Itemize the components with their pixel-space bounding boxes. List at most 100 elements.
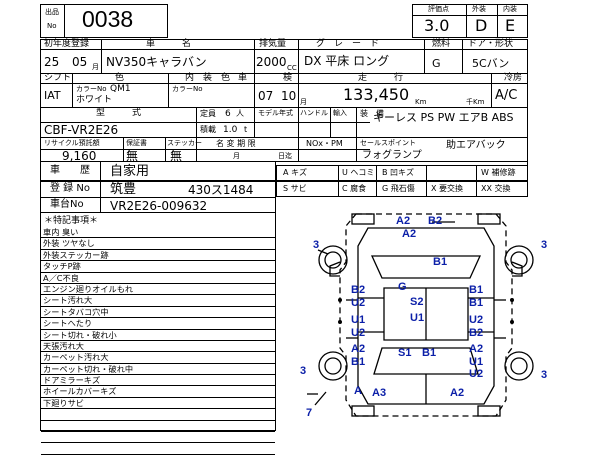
ac-label: 冷房 bbox=[504, 73, 523, 83]
inspection-year: 07 bbox=[258, 89, 274, 103]
mark-3-left-bottom: 3 bbox=[300, 365, 307, 377]
note-item: シートへたり bbox=[41, 318, 275, 330]
legend-w: W 補修跡 bbox=[481, 168, 516, 177]
sales-point-2: 助エアバック bbox=[446, 140, 506, 151]
cc-value: 2000 bbox=[256, 55, 287, 69]
mark-a-bottom: A bbox=[354, 385, 362, 397]
legend-a: A キズ bbox=[283, 168, 308, 177]
note-item: シート切れ・破れ小 bbox=[41, 330, 275, 341]
model-label: 型 式 bbox=[96, 108, 142, 118]
mark-3-right-top: 3 bbox=[541, 239, 548, 251]
notes-title: ＊特記事項＊ bbox=[44, 216, 99, 226]
note-item: シートタバコ穴中 bbox=[41, 307, 275, 319]
interior-color-label: 内 装 色 bbox=[185, 73, 231, 83]
equipment-label: 装 備 bbox=[360, 109, 384, 118]
cc-label: 排気量 bbox=[259, 39, 287, 49]
mark-u2-left: U2 bbox=[351, 297, 366, 309]
color-label: 色 bbox=[115, 73, 125, 83]
ac-value: A/C bbox=[495, 88, 518, 103]
score-label: 評価点 bbox=[428, 5, 449, 13]
mark-b2-left: B2 bbox=[351, 284, 366, 296]
legend-xx: XX 交換 bbox=[481, 184, 511, 193]
mark-b2-right: B2 bbox=[469, 327, 484, 339]
car-diagram bbox=[307, 213, 534, 417]
legend-s: S サビ bbox=[283, 184, 307, 193]
vin-value: VR2E26-009632 bbox=[110, 199, 208, 213]
grade-value: DX 平床 ロング bbox=[304, 54, 390, 68]
legend-u: U ヘコミ bbox=[342, 168, 375, 177]
legend-c: C 腐食 bbox=[342, 184, 367, 193]
mark-b2-top: B2 bbox=[428, 215, 443, 227]
exterior-label: 外装 bbox=[472, 5, 486, 13]
model-year-label: モデル年式 bbox=[258, 109, 293, 117]
mark-3-left-top: 3 bbox=[313, 239, 320, 251]
door-value: 5Cバン bbox=[472, 57, 510, 70]
capacity-label: 定員 bbox=[200, 109, 216, 118]
note-item: ホイールカバーキズ bbox=[41, 386, 275, 398]
legend-x: X 要交換 bbox=[431, 184, 464, 193]
color-no: QM1 bbox=[110, 84, 131, 94]
history-value: 自家用 bbox=[110, 164, 150, 179]
grade-label: グ レ ー ド bbox=[316, 39, 380, 49]
plate-area: 筑豊 bbox=[110, 182, 137, 197]
interior-value: E bbox=[505, 16, 516, 35]
mark-b1-right: B1 bbox=[433, 256, 448, 268]
lot-label-bottom: No bbox=[47, 22, 57, 30]
note-item bbox=[41, 421, 275, 433]
plate-label: 登 録 No bbox=[50, 183, 90, 194]
mark-s1: S1 bbox=[398, 347, 412, 359]
score-value: 3.0 bbox=[424, 16, 450, 35]
note-item: A／C不良 bbox=[41, 273, 275, 284]
handle-label: ハンドル bbox=[300, 109, 328, 117]
mark-a2-top1: A2 bbox=[396, 215, 411, 227]
mark-7-bottom: 7 bbox=[306, 407, 313, 419]
mark-b1-bottom: B1 bbox=[422, 347, 437, 359]
note-item: エンジン廻りオイルもれ bbox=[41, 284, 275, 296]
car-name: NV350キャラバン bbox=[106, 55, 207, 69]
mileage-unit: Km bbox=[415, 98, 427, 106]
sales-point-label: セールスポイント bbox=[360, 139, 416, 147]
interior-color-no-label: カラーNo bbox=[172, 85, 203, 93]
mark-u1-left: U1 bbox=[351, 314, 366, 326]
note-item: 外装 ツヤなし bbox=[41, 238, 275, 250]
note-item: カーペット切れ・破れ中 bbox=[41, 364, 275, 376]
mark-a2-right: A2 bbox=[469, 343, 484, 355]
history-label: 車 歴 bbox=[50, 165, 90, 176]
interior-label: 内装 bbox=[503, 5, 517, 13]
mark-u2-right2: U2 bbox=[469, 368, 484, 380]
note-item: シート汚れ大 bbox=[41, 295, 275, 307]
import-label: 輸入 bbox=[333, 109, 347, 117]
note-item: カーペット汚れ大 bbox=[41, 352, 275, 364]
fuel-label: 燃料 bbox=[432, 39, 451, 49]
note-item: タッチP跡 bbox=[41, 261, 275, 273]
reg-year: 25 bbox=[44, 55, 60, 69]
legend-g: G 飛石傷 bbox=[382, 184, 415, 193]
color-value: ホワイト bbox=[76, 95, 113, 105]
note-item: 下廻りサビ bbox=[41, 398, 275, 410]
fuel-value: G bbox=[432, 57, 441, 70]
shift-value: IAT bbox=[44, 89, 61, 102]
mark-g-center: G bbox=[398, 281, 407, 293]
change-deadline-label: 名 変 期 限 bbox=[216, 139, 256, 148]
lot-label-top: 出品 bbox=[45, 8, 59, 16]
note-item: 外装ステッカー跡 bbox=[41, 250, 275, 262]
door-label: ドア・形状 bbox=[468, 39, 514, 49]
recycle-value: 9,160 bbox=[62, 149, 97, 163]
sticker-label: ステッカー bbox=[167, 139, 202, 147]
mark-b1-right2: B1 bbox=[469, 284, 484, 296]
main-table bbox=[40, 39, 528, 181]
exterior-value: D bbox=[475, 16, 488, 35]
mark-a2-top2: A2 bbox=[402, 228, 417, 240]
reg-label: 初年度登録 bbox=[44, 39, 90, 49]
mark-u2-right: U2 bbox=[469, 314, 484, 326]
mark-u2-left2: U2 bbox=[351, 327, 366, 339]
shift-label: シフト bbox=[44, 73, 72, 83]
change-day-unit: 日迄 bbox=[278, 152, 292, 160]
inspection-month-unit: 月 bbox=[300, 98, 307, 106]
mark-a2-left: A2 bbox=[351, 343, 366, 355]
note-item bbox=[41, 443, 275, 455]
reg-month-unit: 月 bbox=[92, 63, 99, 71]
mileage-value: 133,450 bbox=[343, 85, 410, 104]
